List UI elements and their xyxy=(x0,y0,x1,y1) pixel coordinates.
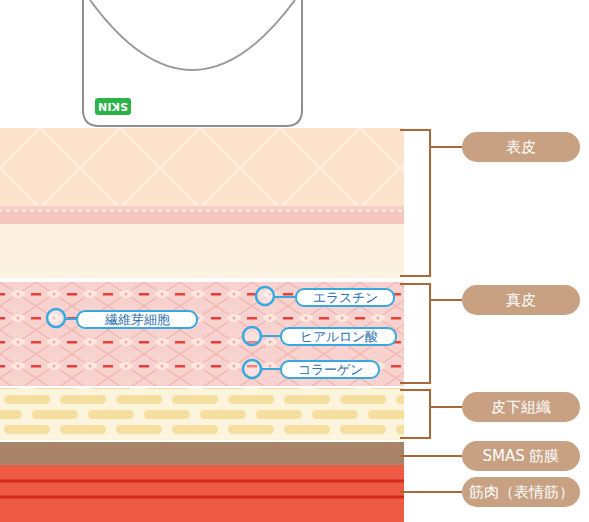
label-text: ヒアルロン酸 xyxy=(300,330,378,344)
label-text: コラーゲン xyxy=(298,363,363,377)
label-text: 繊維芽細胞 xyxy=(105,313,170,327)
label-text: 表皮 xyxy=(506,139,536,156)
label-text: SKIN xyxy=(98,101,128,113)
label-text: 真皮 xyxy=(506,292,536,309)
callout-box: ヒアルロン酸 xyxy=(280,327,397,346)
callout-box: エラスチン xyxy=(295,288,395,307)
label-text: 皮下組織 xyxy=(491,399,551,416)
label-text: SMAS 筋膜 xyxy=(482,448,559,465)
device-label: SKIN xyxy=(95,98,131,115)
label-text: 筋肉（表情筋） xyxy=(469,484,574,501)
layer-label: 皮下組織 xyxy=(462,392,580,422)
label-text: エラスチン xyxy=(313,291,378,305)
layer-label: 真皮 xyxy=(462,285,580,315)
layer-label: 表皮 xyxy=(462,132,580,162)
layer-label: SMAS 筋膜 xyxy=(462,441,580,471)
callout-box: 繊維芽細胞 xyxy=(76,310,198,329)
layer-label: 筋肉（表情筋） xyxy=(462,477,580,507)
callout-box: コラーゲン xyxy=(280,360,380,379)
